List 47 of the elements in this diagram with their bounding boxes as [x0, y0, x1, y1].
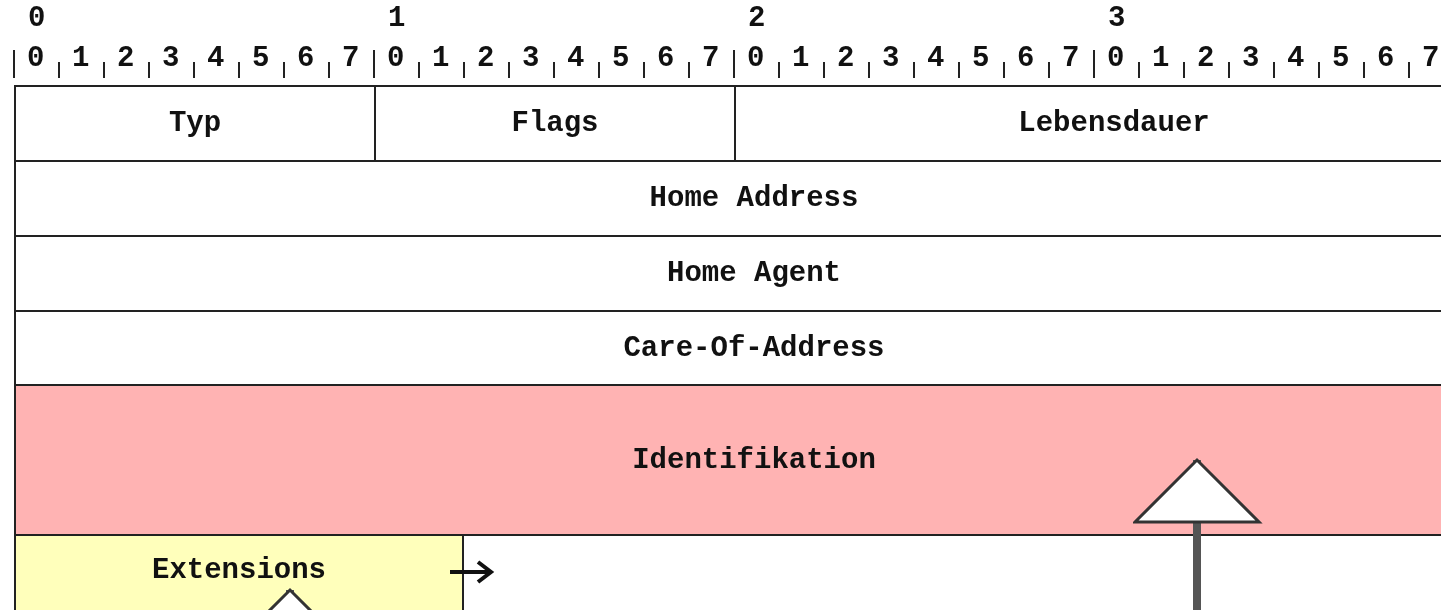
bit-number: 6 [1377, 44, 1395, 74]
bit-number: 1 [1152, 44, 1170, 74]
bit-number: 6 [297, 44, 315, 74]
bit-number: 3 [882, 44, 900, 74]
bit-number: 2 [1197, 44, 1215, 74]
bit-number: 5 [972, 44, 990, 74]
field-name: Identifikation [632, 443, 876, 477]
field-name: Care-Of-Address [623, 331, 885, 365]
bit-number: 7 [1062, 44, 1080, 74]
bit-number: 0 [1107, 44, 1125, 74]
byte-number: 2 [748, 4, 766, 34]
pointer-arrow [1133, 458, 1261, 610]
bit-number: 0 [27, 44, 45, 74]
bit-number: 4 [1287, 44, 1305, 74]
byte-number: 1 [388, 4, 406, 34]
bit-number: 2 [837, 44, 855, 74]
field-name: Typ [168, 107, 222, 140]
bit-number: 3 [522, 44, 540, 74]
byte-number: 3 [1108, 4, 1126, 34]
field-name: Home Agent [667, 257, 841, 290]
field-name: Flags [511, 107, 599, 140]
bit-number: 7 [1422, 44, 1440, 74]
bit-number: 5 [1332, 44, 1350, 74]
bit-number: 0 [747, 44, 765, 74]
bit-number: 1 [72, 44, 90, 74]
bit-number: 5 [252, 44, 270, 74]
bit-number: 1 [792, 44, 810, 74]
bit-number: 3 [1242, 44, 1260, 74]
bit-number: 7 [702, 44, 720, 74]
bit-number: 0 [387, 44, 405, 74]
bit-number: 4 [567, 44, 585, 74]
bit-number: 2 [117, 44, 135, 74]
field-name: Extensions [152, 554, 326, 587]
bit-number: 4 [927, 44, 945, 74]
bit-number: 5 [612, 44, 630, 74]
bit-number: 4 [207, 44, 225, 74]
field-name: Home Address [649, 182, 859, 215]
byte-number: 0 [28, 4, 46, 34]
bit-number: 3 [162, 44, 180, 74]
bit-number: 6 [1017, 44, 1035, 74]
bit-number: 6 [657, 44, 675, 74]
field-name: Lebensdauer [1018, 107, 1210, 140]
header-field [14, 384, 1441, 536]
bit-number: 1 [432, 44, 450, 74]
bit-number: 7 [342, 44, 360, 74]
header-field [14, 85, 376, 162]
bit-number: 2 [477, 44, 495, 74]
